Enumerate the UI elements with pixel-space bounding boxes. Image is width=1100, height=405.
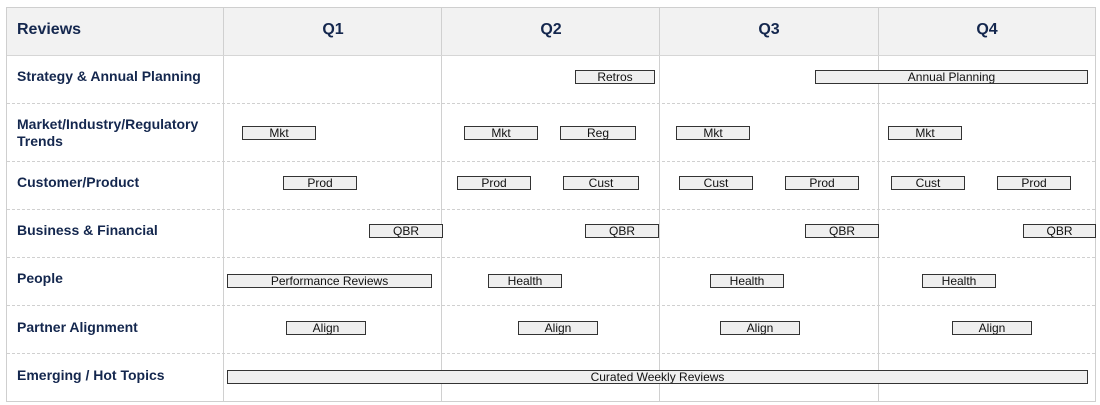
review-bar-mkt: Mkt (676, 126, 750, 140)
review-bar-prod: Prod (457, 176, 531, 190)
review-calendar: Reviews Q1 Q2 Q3 Q4 Strategy & Annual Pl… (6, 7, 1096, 402)
review-bar-prod: Prod (283, 176, 357, 190)
row-label-partner-alignment: Partner Alignment (17, 319, 138, 335)
review-bar-reg: Reg (560, 126, 636, 140)
review-bar-mkt: Mkt (464, 126, 538, 140)
column-divider (659, 8, 660, 401)
review-bar-align: Align (518, 321, 598, 335)
review-bar-prod: Prod (997, 176, 1071, 190)
row-label-strategy: Strategy & Annual Planning (17, 68, 201, 84)
review-bar-align: Align (952, 321, 1032, 335)
review-bar-qbr: QBR (1023, 224, 1096, 238)
row-divider (7, 103, 1095, 104)
row-label-people: People (17, 270, 63, 286)
review-bar-annual-planning: Annual Planning (815, 70, 1088, 84)
review-bar-health: Health (488, 274, 562, 288)
column-divider (223, 8, 224, 401)
review-bar-performance-reviews: Performance Reviews (227, 274, 432, 288)
quarter-header-q3: Q3 (758, 21, 780, 38)
header-row (7, 8, 1095, 56)
row-divider (7, 161, 1095, 162)
review-bar-mkt: Mkt (888, 126, 962, 140)
review-bar-align: Align (720, 321, 800, 335)
review-bar-align: Align (286, 321, 366, 335)
column-divider (878, 8, 879, 401)
review-bar-retros: Retros (575, 70, 655, 84)
review-bar-health: Health (922, 274, 996, 288)
column-divider (441, 8, 442, 401)
row-divider (7, 353, 1095, 354)
row-divider (7, 257, 1095, 258)
review-bar-curated-weekly-reviews: Curated Weekly Reviews (227, 370, 1088, 384)
row-divider (7, 55, 1095, 56)
quarter-header-q1: Q1 (322, 21, 344, 38)
quarter-header-q4: Q4 (976, 21, 998, 38)
corner-title: Reviews (17, 21, 82, 38)
review-bar-qbr: QBR (805, 224, 879, 238)
review-bar-cust: Cust (891, 176, 965, 190)
quarter-header-q2: Q2 (540, 21, 562, 38)
review-bar-cust: Cust (563, 176, 639, 190)
row-divider (7, 305, 1095, 306)
row-label-emerging-topics: Emerging / Hot Topics (17, 367, 165, 383)
review-bar-prod: Prod (785, 176, 859, 190)
review-bar-qbr: QBR (585, 224, 659, 238)
review-bar-qbr: QBR (369, 224, 443, 238)
row-label-market-trends: Market/Industry/Regulatory Trends (17, 116, 199, 149)
review-bar-cust: Cust (679, 176, 753, 190)
review-bar-health: Health (710, 274, 784, 288)
review-bar-mkt: Mkt (242, 126, 316, 140)
row-divider (7, 209, 1095, 210)
row-label-customer-product: Customer/Product (17, 174, 140, 190)
row-label-business-financial: Business & Financial (17, 222, 158, 238)
